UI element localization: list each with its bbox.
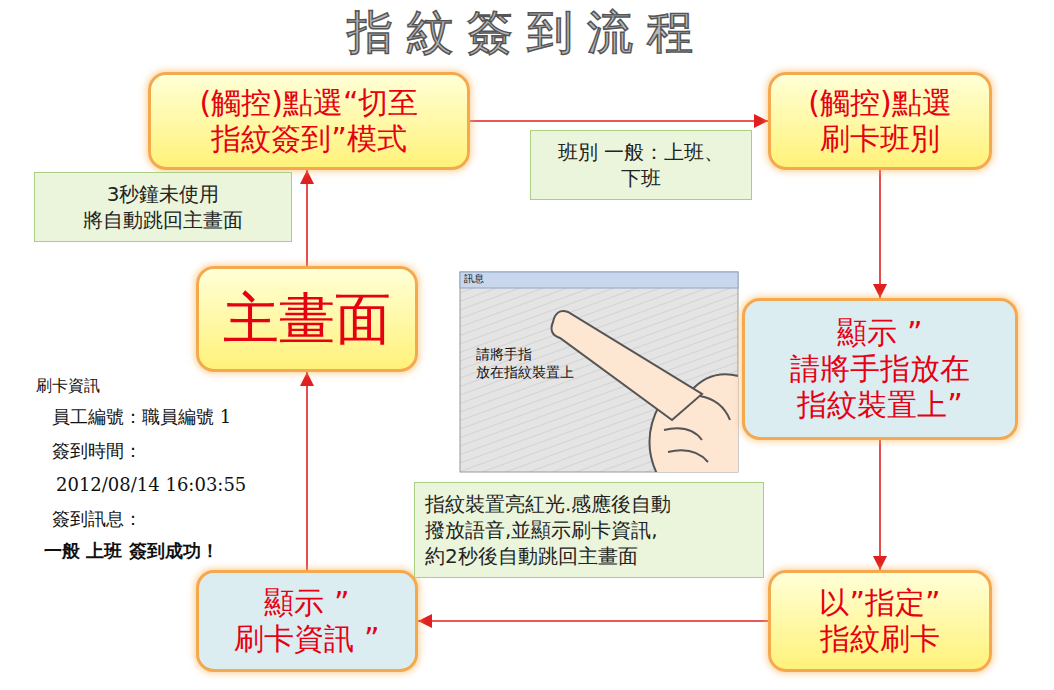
card-info-text: 2012/08/14 16:03:55 xyxy=(56,474,246,497)
process-box: (觸控)點選 刷卡班別 xyxy=(768,72,992,170)
node-text: (觸控)點選 刷卡班別 xyxy=(782,85,978,157)
card-info-text: 刷卡資訊 xyxy=(36,376,100,396)
pointing-hand xyxy=(552,311,738,472)
screenshot-illustration xyxy=(460,272,745,476)
card-info-text: 簽到訊息： xyxy=(52,508,142,531)
flow-arrow xyxy=(306,170,308,266)
edge-label: 指紋裝置亮紅光.感應後自動 撥放語音,並顯示刷卡資訊, 約2秒後自動跳回主畫面 xyxy=(425,491,753,569)
card-info-text: 簽到時間： xyxy=(52,440,142,463)
display-box: 顯示 ”請將手指放在 指紋裝置上” xyxy=(742,298,1018,440)
diagram-title: 指紋簽到流程 xyxy=(0,2,1054,64)
process-box: (觸控)點選“切至 指紋簽到”模式 xyxy=(148,72,470,170)
process-box: 以”指定” 指紋刷卡 xyxy=(768,570,992,672)
node-text: (觸控)點選“切至 指紋簽到”模式 xyxy=(162,85,456,157)
note-box: 指紋裝置亮紅光.感應後自動 撥放語音,並顯示刷卡資訊, 約2秒後自動跳回主畫面 xyxy=(414,482,764,578)
edge-label: 3秒鐘未使用 將自動跳回主畫面 xyxy=(45,181,281,233)
node-text: 顯示 ”刷卡資訊 ” xyxy=(210,585,404,657)
node-text: 以”指定” 指紋刷卡 xyxy=(782,585,978,657)
screen-text: 訊息 xyxy=(464,273,484,286)
note-box: 班別 一般：上班、下班 xyxy=(530,130,752,200)
flow-arrow xyxy=(879,440,881,570)
node-text: 主畫面 xyxy=(223,285,391,352)
note-box: 3秒鐘未使用 將自動跳回主畫面 xyxy=(34,172,292,242)
edge-label: 班別 一般：上班、下班 xyxy=(541,139,741,191)
process-box: 主畫面 xyxy=(196,266,418,372)
node-text: 顯示 ”請將手指放在 指紋裝置上” xyxy=(756,315,1004,423)
display-box: 顯示 ”刷卡資訊 ” xyxy=(196,570,418,672)
screen-text: 請將手指 放在指紋裝置上 xyxy=(476,346,596,381)
card-info-text: 一般 上班 簽到成功！ xyxy=(44,540,219,563)
flow-arrow xyxy=(470,120,768,122)
flow-arrow xyxy=(306,372,308,570)
flow-arrow xyxy=(879,170,881,298)
flow-arrow xyxy=(418,620,768,622)
card-info-text: 員工編號：職員編號 1 xyxy=(52,406,231,429)
